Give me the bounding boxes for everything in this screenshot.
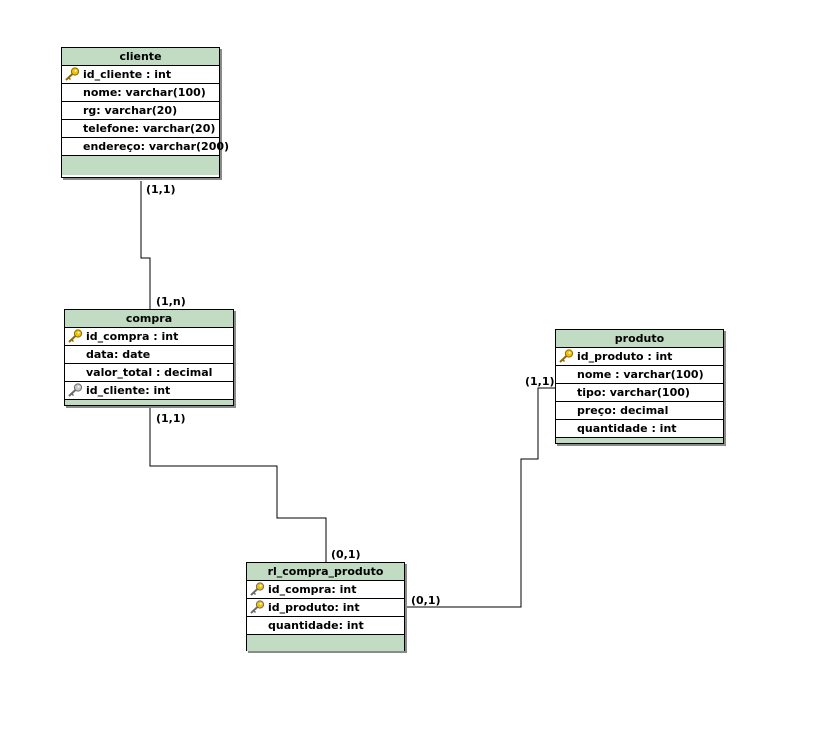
entity-title: produto <box>556 330 723 348</box>
entity-compra[interactable]: compra id_compra : int data: date valor_… <box>64 309 234 406</box>
attribute-label: data: date <box>86 348 151 361</box>
attribute-row: id_compra : int <box>65 328 233 346</box>
attribute-row: telefone: varchar(20) <box>62 120 219 138</box>
attribute-label: preço: decimal <box>577 404 669 417</box>
cardinality-label: (1,1) <box>146 183 176 196</box>
primary-key-icon <box>65 67 80 81</box>
entity-footer <box>247 635 404 651</box>
attribute-row: id_produto: int <box>247 599 404 617</box>
attribute-label: quantidade: int <box>268 619 364 632</box>
attribute-row: quantidade: int <box>247 617 404 635</box>
attribute-label: valor_total : decimal <box>86 366 213 379</box>
entity-title: rl_compra_produto <box>247 563 404 581</box>
attribute-row: tipo: varchar(100) <box>556 384 723 402</box>
attribute-row: endereço: varchar(200) <box>62 138 229 156</box>
entity-footer <box>65 400 233 405</box>
cardinality-label: (1,1) <box>156 412 186 425</box>
attribute-row: id_cliente: int <box>65 382 233 400</box>
attribute-row: data: date <box>65 346 233 364</box>
attribute-label: nome: varchar(100) <box>83 86 206 99</box>
attribute-row: quantidade : int <box>556 420 723 438</box>
attribute-label: id_produto: int <box>268 601 360 614</box>
cardinality-label: (1,1) <box>525 375 555 388</box>
attribute-row: nome: varchar(100) <box>62 84 219 102</box>
foreign-key-icon <box>250 600 265 614</box>
cardinality-label: (0,1) <box>411 594 441 607</box>
primary-key-icon <box>559 349 574 363</box>
attribute-label: quantidade : int <box>577 422 677 435</box>
attribute-label: rg: varchar(20) <box>83 104 178 117</box>
cardinality-label: (0,1) <box>331 548 361 561</box>
attribute-row: id_compra: int <box>247 581 404 599</box>
attribute-row: nome : varchar(100) <box>556 366 723 384</box>
attribute-label: telefone: varchar(20) <box>83 122 216 135</box>
attribute-label: id_cliente: int <box>86 384 171 397</box>
entity-footer <box>62 156 219 175</box>
entity-title: compra <box>65 310 233 328</box>
entity-title: cliente <box>62 48 219 66</box>
entity-footer <box>556 438 723 443</box>
entity-produto[interactable]: produto id_produto : int nome : varchar(… <box>555 329 724 444</box>
attribute-label: nome : varchar(100) <box>577 368 704 381</box>
primary-key-icon <box>68 329 83 343</box>
attribute-label: endereço: varchar(200) <box>83 140 230 153</box>
line-cliente-compra <box>140 181 151 309</box>
attribute-row: valor_total : decimal <box>65 364 233 382</box>
line-rel-produto <box>405 387 555 608</box>
attribute-label: id_compra: int <box>268 583 357 596</box>
attribute-label: id_cliente : int <box>83 68 172 81</box>
entity-cliente[interactable]: cliente id_cliente : int nome: varchar(1… <box>61 47 229 178</box>
attribute-row: id_cliente : int <box>62 66 219 84</box>
attribute-label: id_compra : int <box>86 330 179 343</box>
foreign-key-icon <box>250 582 265 596</box>
cardinality-label: (1,n) <box>156 295 186 308</box>
entity-rl-compra-produto[interactable]: rl_compra_produto id_compra: int id_prod… <box>246 562 405 651</box>
foreign-key-icon <box>68 383 83 397</box>
attribute-row: preço: decimal <box>556 402 723 420</box>
attribute-label: tipo: varchar(100) <box>577 386 690 399</box>
line-compra-rel <box>149 406 327 562</box>
attribute-row: id_produto : int <box>556 348 723 366</box>
attribute-row: rg: varchar(20) <box>62 102 219 120</box>
attribute-label: id_produto : int <box>577 350 673 363</box>
